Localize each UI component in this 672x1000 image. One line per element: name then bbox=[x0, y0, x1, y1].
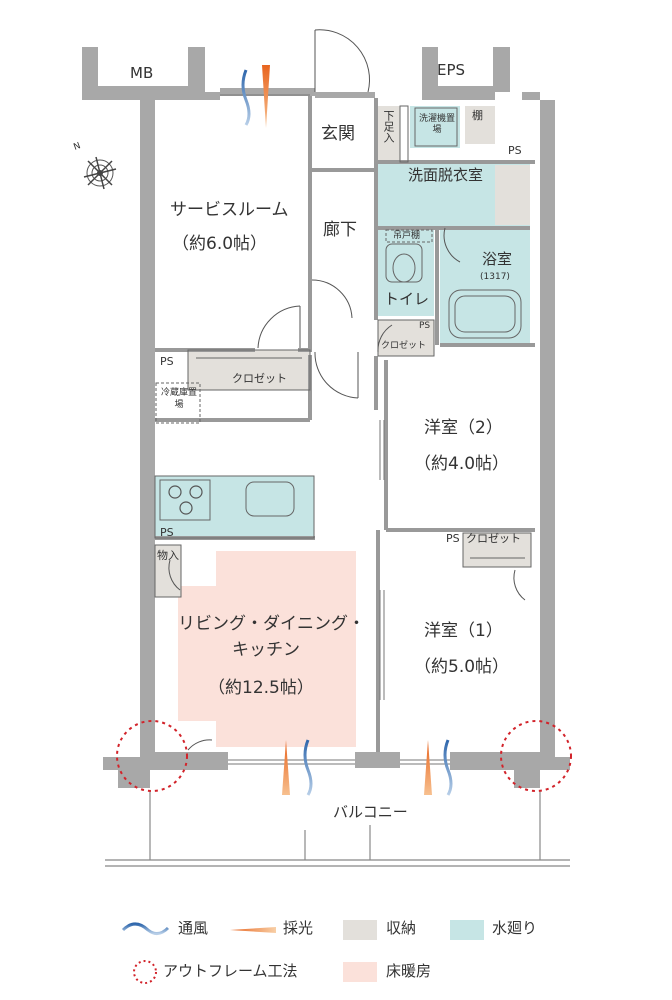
label-service: サービスルーム bbox=[170, 200, 289, 220]
geta-storage bbox=[378, 106, 400, 162]
label-monoire: 物入 bbox=[157, 549, 179, 562]
floor-heating-area bbox=[216, 551, 356, 747]
legend-water-swatch bbox=[450, 920, 484, 940]
label-eps: EPS bbox=[437, 61, 466, 79]
label-closet-toilet: クロゼット bbox=[381, 341, 427, 351]
washer-floor bbox=[410, 106, 460, 148]
legend-outframe-label: アウトフレーム工法 bbox=[163, 962, 298, 980]
door-swings bbox=[168, 29, 526, 751]
label-closet-room1: クロゼット bbox=[466, 532, 521, 545]
outframe-circle-right bbox=[500, 720, 572, 792]
label-ps-toilet: PS bbox=[419, 321, 431, 331]
label-shelf: 棚 bbox=[472, 109, 483, 122]
bath-floor bbox=[440, 228, 530, 344]
label-ldk-line2: キッチン bbox=[232, 640, 300, 660]
shelf-storage bbox=[465, 106, 495, 144]
label-room1-size: （約5.0帖） bbox=[414, 657, 510, 677]
senmen-storage bbox=[495, 165, 530, 225]
sliding-doors bbox=[220, 94, 450, 765]
legend-floor-heating-swatch bbox=[343, 962, 377, 982]
label-room2: 洋室（2） bbox=[424, 418, 503, 438]
label-genkan: 玄関 bbox=[321, 124, 355, 144]
label-closet-service: クロゼット bbox=[232, 372, 287, 385]
label-mb: MB bbox=[130, 64, 154, 82]
label-room2-size: （約4.0帖） bbox=[414, 454, 510, 474]
legend-ventilation-label: 通風 bbox=[178, 919, 209, 937]
legend-outframe-icon bbox=[133, 960, 157, 984]
label-bath-size: (1317) bbox=[480, 272, 510, 282]
label-ps-top: PS bbox=[508, 144, 522, 157]
label-toddana: 吊戸棚 bbox=[393, 231, 421, 241]
kitchen-counter bbox=[155, 476, 314, 538]
label-ldk-line1: リビング・ダイニング・ bbox=[178, 614, 365, 634]
label-fridge: 冷蔵庫置場 bbox=[160, 388, 197, 410]
compass-icon bbox=[83, 156, 117, 190]
floor-heating-area-left bbox=[178, 586, 218, 721]
label-geta: 下足入 bbox=[382, 110, 395, 143]
label-toilet: トイレ bbox=[384, 290, 430, 308]
label-balcony: バルコニー bbox=[333, 803, 408, 821]
legend-lighting-icon bbox=[230, 927, 276, 933]
label-washer: 洗濯機置場 bbox=[418, 114, 455, 135]
top-vent-light-markers bbox=[241, 65, 270, 128]
label-ldk-size: （約12.5帖） bbox=[208, 678, 314, 698]
legend-floor-heating-label: 床暖房 bbox=[386, 962, 432, 980]
balcony-rail bbox=[105, 790, 570, 867]
closet-toilet bbox=[378, 320, 434, 356]
bottom-vent-light-markers-right bbox=[424, 739, 453, 796]
outframe-circle-left bbox=[116, 720, 188, 792]
monoire-storage bbox=[155, 545, 181, 597]
stove-icon bbox=[168, 485, 203, 515]
label-ps-service: PS bbox=[160, 355, 174, 368]
legend-lighting-label: 採光 bbox=[283, 919, 314, 937]
legend-water-label: 水廻り bbox=[492, 919, 538, 937]
legend-storage-label: 収納 bbox=[386, 919, 417, 937]
label-room1: 洋室（1） bbox=[424, 621, 503, 641]
label-ps-room1: PS bbox=[446, 532, 460, 545]
legend-ventilation-icon bbox=[121, 922, 170, 935]
label-service-size: （約6.0帖） bbox=[172, 234, 268, 254]
label-bath: 浴室 bbox=[482, 250, 513, 268]
label-roka: 廊下 bbox=[323, 220, 357, 240]
toilet-floor bbox=[378, 228, 434, 316]
legend-storage-swatch bbox=[343, 920, 377, 940]
closet-room1 bbox=[463, 533, 531, 567]
detail-lines bbox=[154, 105, 532, 598]
bottom-vent-light-markers-left bbox=[282, 739, 313, 796]
label-ps-kitchen: PS bbox=[160, 526, 174, 539]
closet-service bbox=[188, 350, 310, 390]
label-senmen: 洗面脱衣室 bbox=[408, 166, 484, 184]
